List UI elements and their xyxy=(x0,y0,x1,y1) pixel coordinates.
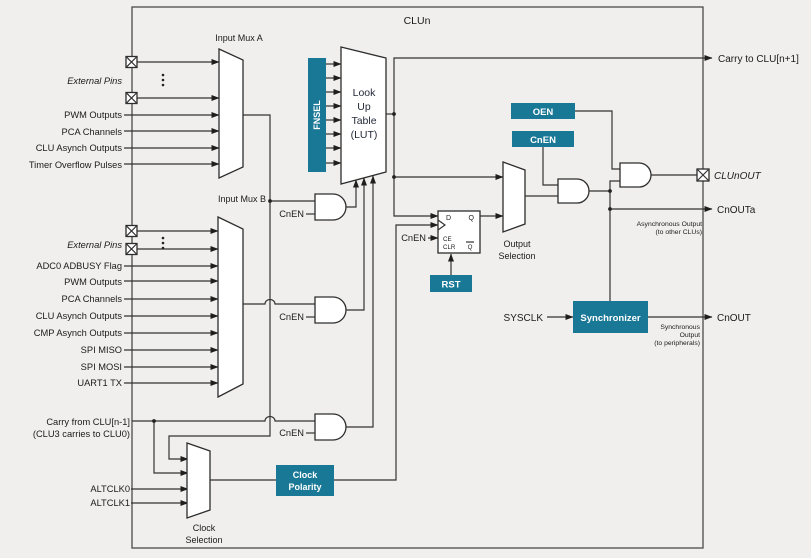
lut-text-4: (LUT) xyxy=(351,129,378,141)
junction-dot xyxy=(392,175,396,179)
cnen-label: CnEN xyxy=(279,428,304,438)
clock-selection-label-1: Clock xyxy=(193,523,216,533)
output-enable-gate xyxy=(557,178,590,204)
cnen-label: CnEN xyxy=(279,312,304,322)
ff-q-label: Q xyxy=(469,215,475,222)
junction-dot xyxy=(608,207,612,211)
pin-output-gate xyxy=(619,162,652,188)
look-up-table xyxy=(340,46,387,185)
clunout-pin-icon xyxy=(696,168,710,182)
lut-text-3: Table xyxy=(351,115,376,127)
mux-b-input-wires xyxy=(124,228,219,386)
carry-in-net xyxy=(132,415,315,476)
mux-a-input-wires xyxy=(124,59,220,167)
cnouta-label: CnOUTa xyxy=(717,205,756,216)
sync-note-2: Output xyxy=(680,332,701,339)
fnsel-register-box xyxy=(308,58,326,172)
external-pin-icon xyxy=(125,224,138,256)
diagram-title: CLUn xyxy=(404,15,431,27)
mux-b-output-wire xyxy=(243,298,315,305)
input-label: ADC0 ADBUSY Flag xyxy=(36,261,122,271)
sync-note-3: (to peripherals) xyxy=(654,340,700,347)
ff-qbar-label: Q xyxy=(468,244,473,251)
external-pin-icon xyxy=(125,55,138,105)
output-selection-label-1: Output xyxy=(503,239,531,249)
input-label: CMP Asynch Outputs xyxy=(34,328,123,338)
mux-a-title: Input Mux A xyxy=(215,33,263,43)
sync-note-1: Synchronous xyxy=(660,324,700,331)
input-label: SPI MISO xyxy=(81,345,122,355)
clock-to-flipflop-wire xyxy=(334,222,439,481)
cnout-label: CnOUT xyxy=(717,313,751,324)
external-pins-label-b: External Pins xyxy=(67,240,122,250)
lut-text-1: Look xyxy=(353,87,377,99)
carry-out-label: Carry to CLU[n+1] xyxy=(718,54,799,65)
clock-selection-mux xyxy=(186,442,211,519)
oen-wire xyxy=(575,110,620,170)
input-mux-b xyxy=(217,215,244,399)
input-label: PWM Outputs xyxy=(64,110,122,120)
cnen-gate-carry: CnEN xyxy=(279,175,376,441)
altclk1-label: ALTCLK1 xyxy=(90,498,130,508)
async-note-1: Asynchronous Output xyxy=(637,221,702,228)
clu-frame xyxy=(131,6,704,549)
fnsel-to-lut-wires xyxy=(326,61,342,166)
oen-box xyxy=(511,103,575,119)
mux-b-title: Input Mux B xyxy=(218,194,266,204)
clock-polarity-box xyxy=(276,465,334,496)
fnsel-label: FNSEL xyxy=(312,100,322,130)
clock-selection-label-2: Selection xyxy=(185,535,222,545)
junction-dot xyxy=(392,112,396,116)
input-label: PCA Channels xyxy=(62,127,123,137)
cnen-label: CnEN xyxy=(279,209,304,219)
carry-in-label-1: Carry from CLU[n-1] xyxy=(46,417,130,427)
rst-box xyxy=(430,275,472,292)
input-mux-a xyxy=(218,47,244,180)
altclk0-label: ALTCLK0 xyxy=(90,484,130,494)
output-selection-label-2: Selection xyxy=(498,251,535,261)
input-label: Timer Overflow Pulses xyxy=(29,160,123,170)
lut-text-2: Up xyxy=(357,101,371,113)
async-output-net xyxy=(589,174,713,301)
altclk-wires xyxy=(131,486,189,506)
ff-d-label: D xyxy=(446,215,451,222)
ff-clr-label: CLR xyxy=(443,244,456,251)
synchronizer-box xyxy=(573,301,648,333)
mux-a-output-net xyxy=(168,114,315,462)
cnen-box xyxy=(512,131,574,147)
ellipsis-dots-a xyxy=(161,73,165,87)
cnen-gate-b: CnEN xyxy=(279,177,367,324)
junction-dot xyxy=(268,199,272,203)
junction-dot xyxy=(608,189,612,193)
junction-dot xyxy=(152,419,156,423)
input-label: CLU Asynch Outputs xyxy=(36,143,123,153)
input-label: UART1 TX xyxy=(77,378,122,388)
oen-label: OEN xyxy=(533,107,554,118)
input-label: PWM Outputs xyxy=(64,277,122,287)
input-label: CLU Asynch Outputs xyxy=(36,311,123,321)
clunout-label: CLUnOUT xyxy=(714,171,762,182)
input-label: SPI MOSI xyxy=(81,362,122,372)
sysclk-label: SYSCLK xyxy=(504,313,544,324)
rst-label: RST xyxy=(442,280,461,291)
carry-in-label-2: (CLU3 carries to CLU0) xyxy=(33,429,130,439)
ff-ce-label: CE xyxy=(443,236,452,243)
lut-output-net xyxy=(386,55,713,219)
clock-polarity-label-1: Clock xyxy=(293,470,319,480)
cnen-box-wire xyxy=(542,147,558,186)
ff-cnen-label: CnEN xyxy=(401,233,426,243)
output-selection-mux xyxy=(502,161,526,233)
ellipsis-dots-b xyxy=(161,236,165,250)
cnen-box-label: CnEN xyxy=(530,135,556,146)
async-note-2: (to other CLUs) xyxy=(656,229,702,236)
input-label: PCA Channels xyxy=(62,294,123,304)
external-pins-label-a: External Pins xyxy=(67,76,122,86)
synchronizer-label: Synchronizer xyxy=(580,313,640,324)
d-flipflop: D Q CE CLR Q xyxy=(437,210,481,254)
cnen-gate-a: CnEN xyxy=(279,179,359,221)
clock-polarity-label-2: Polarity xyxy=(288,482,321,492)
